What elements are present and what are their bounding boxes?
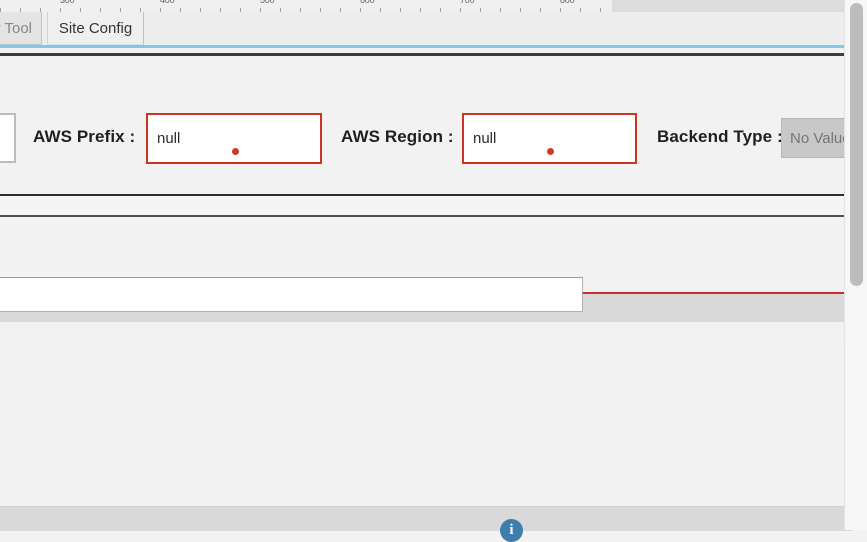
ruler-minor-tick: [440, 8, 441, 12]
panel-divider-upper: [0, 194, 853, 196]
ruler-minor-tick: [20, 8, 21, 12]
aws-prefix-input[interactable]: null: [146, 113, 322, 164]
ruler-minor-tick: [500, 8, 501, 12]
backend-type-label: Backend Type :: [657, 127, 783, 146]
ruler-minor-tick: [600, 8, 601, 12]
ruler-minor-tick: [480, 8, 481, 12]
aws-prefix-label: AWS Prefix :: [33, 127, 136, 146]
panel-top-rule: [0, 53, 853, 56]
ruler-minor-tick: [80, 8, 81, 12]
ruler-minor-tick: [540, 8, 541, 12]
ruler-minor-tick: [300, 8, 301, 12]
ruler-minor-tick: [280, 8, 281, 12]
panel-band-upper: [0, 196, 853, 215]
vertical-scrollbar[interactable]: [844, 0, 867, 530]
ruler-minor-tick: [560, 8, 561, 12]
left-partial-input[interactable]: [0, 113, 16, 163]
ruler-minor-tick: [180, 8, 181, 12]
ruler-minor-tick: [580, 8, 581, 12]
aws-prefix-error-dot-icon: [232, 148, 239, 155]
aws-region-value: null: [473, 130, 497, 147]
tab-site-config[interactable]: Site Config: [47, 12, 144, 45]
search-input[interactable]: [0, 277, 583, 312]
ruler-minor-tick: [380, 8, 381, 12]
tab-query-tool-label: y Tool: [0, 19, 32, 37]
ruler-minor-tick: [120, 8, 121, 12]
ruler-minor-tick: [60, 8, 61, 12]
ruler-minor-tick: [400, 8, 401, 12]
ruler-minor-tick: [460, 8, 461, 12]
tab-bar-underline: [0, 45, 845, 48]
ruler-label: 700: [460, 0, 475, 5]
info-icon-glyph: i: [509, 522, 514, 538]
backend-type-value: No Value: [790, 129, 851, 147]
ruler-minor-tick: [340, 8, 341, 12]
aws-region-label: AWS Region :: [341, 127, 454, 146]
ruler-minor-tick: [200, 8, 201, 12]
ruler-minor-tick: [40, 8, 41, 12]
ruler-minor-tick: [320, 8, 321, 12]
ruler-minor-tick: [0, 8, 1, 12]
ruler-minor-tick: [220, 8, 221, 12]
info-icon[interactable]: i: [500, 519, 523, 542]
ruler-minor-tick: [520, 8, 521, 12]
ruler-minor-tick: [420, 8, 421, 12]
strip-shadow: [0, 322, 853, 349]
ruler-label: 400: [160, 0, 175, 5]
lower-canvas: [0, 348, 853, 506]
ruler-minor-tick: [140, 8, 141, 12]
ruler-minor-tick: [240, 8, 241, 12]
panel-divider-lower: [0, 215, 853, 217]
vertical-scrollbar-thumb[interactable]: [850, 3, 863, 286]
ruler-minor-tick: [160, 8, 161, 12]
aws-region-error-dot-icon: [547, 148, 554, 155]
tab-bar-filler: [145, 12, 845, 46]
ruler-minor-tick: [100, 8, 101, 12]
tab-bar: y Tool Site Config: [0, 12, 845, 48]
config-panel: [0, 56, 853, 194]
aws-prefix-value: null: [157, 130, 181, 147]
tab-query-tool[interactable]: y Tool: [0, 12, 42, 45]
ruler-right-padding: [612, 0, 845, 12]
ruler-minor-tick: [260, 8, 261, 12]
ruler-label: 600: [360, 0, 375, 5]
aws-region-input[interactable]: null: [462, 113, 637, 164]
tab-site-config-label: Site Config: [58, 19, 133, 37]
ruler-minor-tick: [360, 8, 361, 12]
ruler-label: 800: [560, 0, 575, 5]
ruler-label: 300: [60, 0, 75, 5]
lower-status-strip: [0, 506, 853, 531]
ruler-label: 500: [260, 0, 275, 5]
